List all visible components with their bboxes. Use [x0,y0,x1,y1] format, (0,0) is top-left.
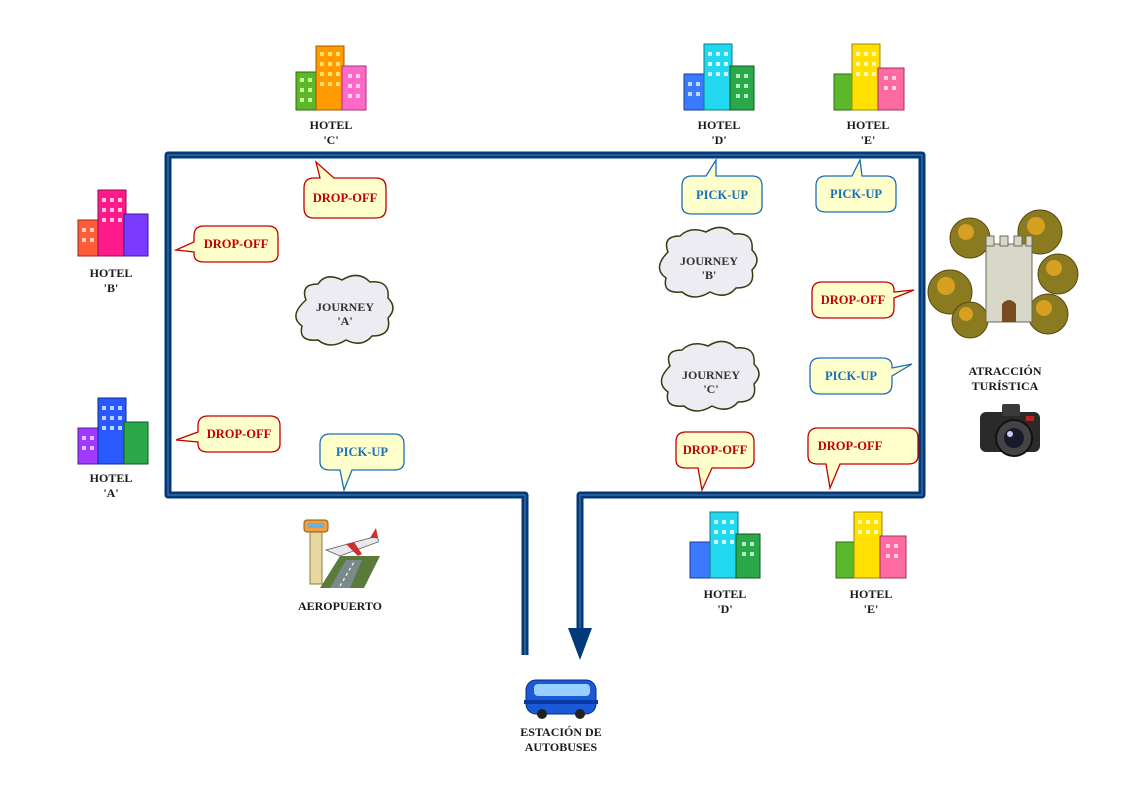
hotel-a-building-icon [77,397,149,465]
drop-off-hotel-a: DROP-OFF [206,427,272,441]
callout-shapes [173,160,919,493]
airport-label: AEROPUERTO [297,599,383,613]
journey-a-letter: 'A' [337,314,353,328]
hotel-e-bottom-building-icon [835,511,907,579]
hotel-d-bottom-letter: 'D' [717,602,733,616]
drop-off-hotel-c: DROP-OFF [312,191,378,205]
hotel-d-bottom-building-icon [689,511,761,579]
camera-icon [980,404,1040,457]
drop-off-hotel-e-bottom: DROP-OFF [817,439,883,453]
hotel-b-label: HOTEL 'B' [86,266,136,296]
pick-up-hotel-d: PICK-UP [695,188,749,202]
pick-up-hotel-e: PICK-UP [829,187,883,201]
journey-c-label: JOURNEY 'C' [671,368,751,396]
hotel-c-top-label: HOTEL 'C' [306,118,356,148]
journey-route-line [164,151,926,655]
tourist-attraction-icon [927,209,1079,339]
hotel-d-top-title: HOTEL [697,118,741,132]
pick-up-d-bubble [681,157,763,215]
hotel-d-top-letter: 'D' [711,133,727,147]
pick-up-e-bubble [815,157,897,213]
route-arrowhead [568,628,592,660]
hotel-b-title: HOTEL [89,266,133,280]
hotel-e-bottom-letter: 'E' [863,602,879,616]
hotel-e-bottom-title: HOTEL [849,587,893,601]
journey-a-cloud [295,274,394,346]
journey-a-title: JOURNEY [315,300,374,314]
drop-off-d-bottom-bubble [675,431,755,493]
hotel-e-top-title: HOTEL [846,118,890,132]
drop-off-hotel-b: DROP-OFF [203,237,269,251]
bus-station-label-line1: ESTACIÓN DE [520,725,602,739]
pickup-callout-shapes [319,157,913,493]
hotel-a-letter: 'A' [103,486,119,500]
hotel-d-top-label: HOTEL 'D' [694,118,744,148]
hotel-b-letter: 'B' [103,281,119,295]
hotel-d-bottom-label: HOTEL 'D' [700,587,750,617]
pick-up-attraction: PICK-UP [824,369,878,383]
hotel-a-label: HOTEL 'A' [86,471,136,501]
attraction-label-line1: ATRACCIÓN [968,364,1042,378]
drop-off-c-bubble [303,160,387,219]
hotel-e-bottom-label: HOTEL 'E' [846,587,896,617]
bus-station-label-line2: AUTOBUSES [524,740,598,754]
journey-c-title: JOURNEY [681,368,740,382]
hotel-b-building-icon [77,189,149,257]
hotel-d-bottom-title: HOTEL [703,587,747,601]
drop-off-a-bubble [175,415,281,453]
journey-a-label: JOURNEY 'A' [305,300,385,328]
pick-up-airport: PICK-UP [335,445,389,459]
journey-b-letter: 'B' [701,268,717,282]
pick-up-airport-bubble [319,433,405,493]
journey-c-cloud [660,340,760,412]
journey-b-cloud [658,226,758,298]
hotel-e-top-building-icon [833,43,905,111]
hotel-e-top-label: HOTEL 'E' [843,118,893,148]
drop-off-b-bubble [173,225,279,263]
attraction-label-line2: TURÍSTICA [971,379,1039,393]
airport-icon [303,519,380,588]
hotel-c-top-title: HOTEL [309,118,353,132]
drop-off-hotel-d-bottom: DROP-OFF [682,443,748,457]
bus-station-label: ESTACIÓN DE AUTOBUSES [501,725,621,755]
hotel-e-top-letter: 'E' [860,133,876,147]
drop-off-attraction: DROP-OFF [820,293,886,307]
drop-off-attraction-bubble [811,281,915,319]
hotel-c-top-letter: 'C' [323,133,339,147]
drop-off-e-bottom-bubble [807,427,919,491]
bus-icon [524,679,598,719]
journey-b-label: JOURNEY 'B' [669,254,749,282]
journey-c-letter: 'C' [703,382,719,396]
attraction-label: ATRACCIÓN TURÍSTICA [950,364,1060,394]
hotel-d-top-building-icon [683,43,755,111]
hotel-a-title: HOTEL [89,471,133,485]
hotel-c-top-building-icon [295,45,367,111]
pick-up-attraction-bubble [809,357,913,395]
journey-b-title: JOURNEY [679,254,738,268]
